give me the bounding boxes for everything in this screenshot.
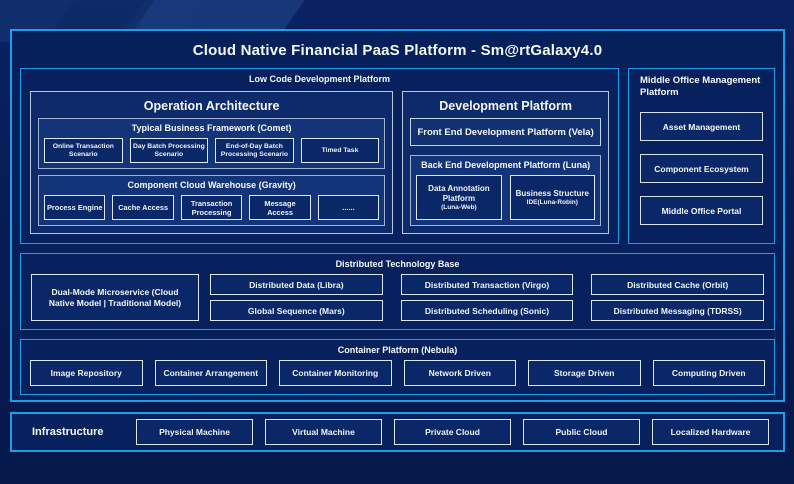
gravity-item-transaction-processing: Transaction Processing xyxy=(180,195,243,220)
distributed-item-transaction-virgo: Distributed Transaction (Virgo) xyxy=(400,274,574,295)
luna-item-data-annotation-platform: Data Annotation Platform (Luna-Web) xyxy=(416,175,502,220)
infra-item-public-cloud: Public Cloud xyxy=(523,419,640,445)
container-platform-label: Container Platform (Nebula) xyxy=(337,345,458,355)
infra-item-localized-hardware: Localized Hardware xyxy=(652,419,769,445)
comet-item-end-of-day-batch-processing-scenario: End-of-Day Batch Processing Scenario xyxy=(215,138,294,163)
container-item-container-arrangement: Container Arrangement xyxy=(154,360,267,386)
gravity-item-message-access: Message Access xyxy=(249,195,311,220)
luna-label: Back End Development Platform (Luna) xyxy=(421,160,591,170)
distributed-item-messaging-tdrss: Distributed Messaging (TDRSS) xyxy=(591,300,764,321)
distributed-item-cache-orbit: Distributed Cache (Orbit) xyxy=(591,274,764,295)
container-platform-items: Image Repository Container Arrangement C… xyxy=(21,356,774,394)
container-item-network-driven: Network Driven xyxy=(403,360,516,386)
distributed-item-data-libra: Distributed Data (Libra) xyxy=(210,274,383,295)
operation-architecture-panel: Operation Architecture Typical Business … xyxy=(30,91,394,234)
distributed-content: Dual-Mode Microservice (Cloud Native Mod… xyxy=(21,270,774,329)
comet-item-timed-task: Timed Task xyxy=(300,138,380,163)
top-row: Low Code Development Platform Operation … xyxy=(20,68,775,244)
distributed-item-global-sequence-mars: Global Sequence (Mars) xyxy=(210,300,383,321)
platform-diagram-container: Cloud Native Financial PaaS Platform - S… xyxy=(10,29,785,402)
low-code-development-platform-section: Low Code Development Platform Operation … xyxy=(20,68,619,244)
diagram-rows: Low Code Development Platform Operation … xyxy=(12,68,783,404)
container-platform-nebula-section: Container Platform (Nebula) Image Reposi… xyxy=(20,339,775,395)
infra-item-virtual-machine: Virtual Machine xyxy=(265,419,382,445)
infrastructure-section: Infrastructure Physical Machine Virtual … xyxy=(10,412,785,452)
luna-item-business-structure-ide: Business Structure IDE(Luna-Robin) xyxy=(509,175,595,220)
gravity-item-process-engine: Process Engine xyxy=(44,195,106,220)
container-item-computing-driven: Computing Driven xyxy=(652,360,765,386)
infra-item-physical-machine: Physical Machine xyxy=(136,419,253,445)
development-platform-title: Development Platform xyxy=(439,99,572,113)
low-code-content: Operation Architecture Typical Business … xyxy=(21,85,618,243)
operation-architecture-title: Operation Architecture xyxy=(143,99,280,113)
middle-office-item-component-ecosystem: Component Ecosystem xyxy=(640,154,763,183)
distributed-items-grid: Distributed Data (Libra) Distributed Tra… xyxy=(210,274,764,321)
comet-items: Online Transaction Scenario Day Batch Pr… xyxy=(44,138,380,163)
luna-item-title: Business Structure xyxy=(515,188,589,198)
front-end-development-platform-vela-box: Front End Development Platform (Vela) xyxy=(410,118,601,146)
comet-item-online-transaction-scenario: Online Transaction Scenario xyxy=(44,138,123,163)
comet-label: Typical Business Framework (Comet) xyxy=(131,123,292,133)
page-title: Cloud Native Financial PaaS Platform - S… xyxy=(192,42,603,59)
infra-item-private-cloud: Private Cloud xyxy=(394,419,511,445)
comet-item-day-batch-processing-scenario: Day Batch Processing Scenario xyxy=(129,138,209,163)
container-item-storage-driven: Storage Driven xyxy=(528,360,641,386)
luna-items: Data Annotation Platform (Luna-Web) Busi… xyxy=(416,175,595,220)
container-item-image-repository: Image Repository xyxy=(30,360,143,386)
luna-item-title: Data Annotation Platform xyxy=(428,183,490,203)
low-code-section-label: Low Code Development Platform xyxy=(248,74,391,84)
container-item-container-monitoring: Container Monitoring xyxy=(279,360,392,386)
dual-mode-microservice-box: Dual-Mode Microservice (Cloud Native Mod… xyxy=(31,274,199,321)
development-platform-panel: Development Platform Front End Developme… xyxy=(402,91,609,234)
infrastructure-label: Infrastructure xyxy=(32,426,104,438)
distributed-section-label: Distributed Technology Base xyxy=(335,259,460,269)
gravity-item-cache-access: Cache Access xyxy=(112,195,174,220)
component-cloud-warehouse-gravity-panel: Component Cloud Warehouse (Gravity) Proc… xyxy=(38,175,386,226)
luna-item-subtitle: IDE(Luna-Robin) xyxy=(526,198,578,206)
distributed-technology-base-section: Distributed Technology Base Dual-Mode Mi… xyxy=(20,253,775,330)
typical-business-framework-comet-panel: Typical Business Framework (Comet) Onlin… xyxy=(38,118,386,169)
gravity-label: Component Cloud Warehouse (Gravity) xyxy=(127,180,296,190)
middle-office-label: Middle Office Management Platform xyxy=(640,75,761,98)
gravity-items: Process Engine Cache Access Transaction … xyxy=(44,195,380,220)
back-end-development-platform-luna-panel: Back End Development Platform (Luna) Dat… xyxy=(410,155,601,226)
middle-office-item-middle-office-portal: Middle Office Portal xyxy=(640,196,763,225)
distributed-item-scheduling-sonic: Distributed Scheduling (Sonic) xyxy=(400,300,574,321)
luna-item-subtitle: (Luna-Web) xyxy=(441,203,477,211)
middle-office-management-platform-section: Middle Office Management Platform Asset … xyxy=(628,68,775,244)
middle-office-item-asset-management: Asset Management xyxy=(640,112,763,141)
gravity-item-more: ...... xyxy=(317,195,380,220)
